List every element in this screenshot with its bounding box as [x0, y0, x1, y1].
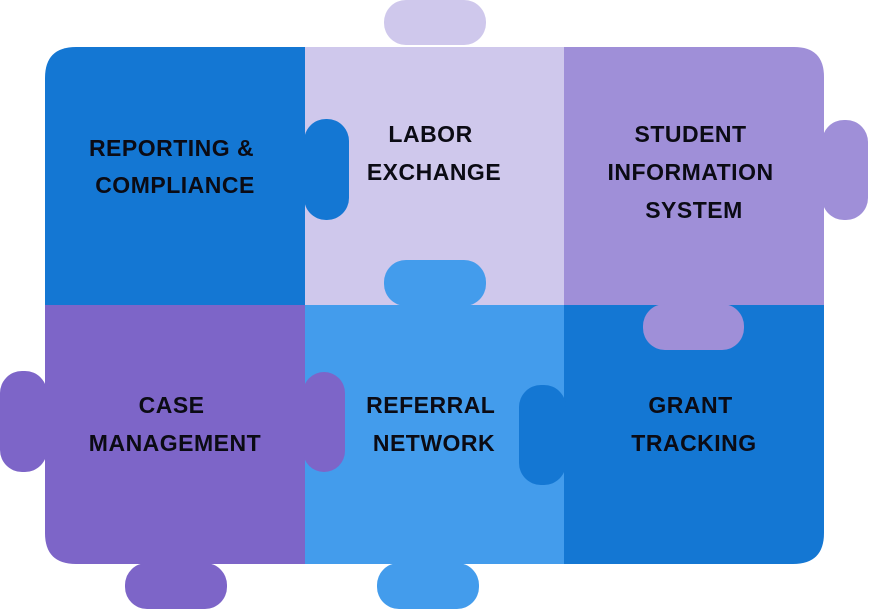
- piece-label-line: LABOR: [388, 121, 472, 147]
- piece-label-line: CASE: [139, 392, 205, 418]
- piece-case-management-bottom-tab: [125, 563, 227, 609]
- piece-referral-network-label: REFERRAL NETWORK: [366, 392, 502, 456]
- piece-reporting-compliance-label: REPORTING & COMPLIANCE: [89, 135, 261, 198]
- piece-student-information-system-right-tab: [822, 120, 868, 220]
- piece-student-information-system: STUDENT INFORMATION SYSTEM: [564, 47, 868, 305]
- piece-reporting-compliance-right-tab: [304, 119, 349, 220]
- piece-label-line: MANAGEMENT: [89, 430, 261, 456]
- piece-case-management-label: CASE MANAGEMENT: [89, 392, 261, 456]
- piece-case-management-left-tab: [0, 371, 47, 472]
- piece-referral-network-bottom-tab: [377, 563, 479, 609]
- piece-case-management: CASE MANAGEMENT: [0, 305, 305, 609]
- piece-label-line: SYSTEM: [645, 197, 743, 223]
- piece-label-line: NETWORK: [373, 430, 495, 456]
- piece-label-line: INFORMATION: [608, 159, 774, 185]
- piece-label-line: REFERRAL: [366, 392, 495, 418]
- piece-label-line: GRANT: [648, 392, 732, 418]
- piece-grant-tracking: [519, 305, 824, 564]
- piece-student-information-system-body: [564, 47, 824, 305]
- piece-labor-exchange-label: LABOR EXCHANGE: [367, 121, 501, 185]
- piece-referral-network-top-tab: [384, 260, 486, 306]
- piece-label-line: STUDENT: [634, 121, 746, 147]
- piece-student-information-system-label: STUDENT INFORMATION SYSTEM: [608, 121, 781, 223]
- piece-labor-exchange-top-tab: [384, 0, 486, 45]
- piece-label-line: TRACKING: [631, 430, 756, 456]
- piece-reporting-compliance: REPORTING & COMPLIANCE: [45, 47, 305, 305]
- piece-label-line: EXCHANGE: [367, 159, 501, 185]
- piece-case-management-body: [45, 305, 305, 564]
- piece-grant-tracking-left-tab: [519, 385, 566, 485]
- piece-case-management-right-tab: [303, 372, 345, 472]
- piece-referral-network: [305, 260, 564, 609]
- piece-grant-tracking-label: GRANT TRACKING: [631, 392, 756, 456]
- piece-label-line: COMPLIANCE: [95, 172, 255, 198]
- piece-reporting-compliance-body: [45, 47, 305, 305]
- piece-label-line: REPORTING &: [89, 135, 254, 161]
- piece-student-information-system-bottom-tab: [643, 304, 744, 350]
- piece-grant-tracking-body: [564, 305, 824, 564]
